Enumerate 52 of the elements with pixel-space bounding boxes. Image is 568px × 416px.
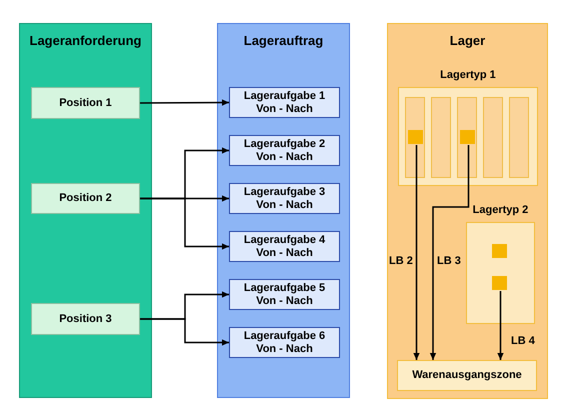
swimlane-panel	[387, 23, 548, 399]
connector-arrow	[430, 145, 470, 360]
storage-slot	[509, 97, 529, 178]
process-box	[31, 87, 140, 119]
connector-arrow	[497, 291, 504, 360]
bin-square	[492, 244, 507, 258]
storage-slot	[431, 97, 451, 178]
task-box	[229, 135, 340, 166]
task-box	[229, 327, 340, 358]
connector-arrow	[140, 318, 229, 346]
bin-square	[492, 276, 507, 290]
storage-slot	[483, 97, 503, 178]
box-label: Warenausgangszone	[412, 369, 522, 382]
task-box	[229, 279, 340, 310]
zone-box	[397, 360, 537, 391]
task-box	[229, 183, 340, 214]
panel-title: Lager	[450, 33, 486, 49]
box-label: Position 3	[59, 312, 112, 326]
process-box	[31, 183, 140, 214]
box-label: Von - Nach	[256, 102, 313, 116]
box-label: Von - Nach	[256, 342, 313, 356]
edge-label: LB 4	[511, 334, 535, 348]
box-label: Von - Nach	[256, 246, 313, 260]
process-box	[31, 303, 140, 335]
connector-arrow	[413, 145, 420, 360]
box-label: Lageraufgabe 1	[244, 90, 326, 102]
task-box	[229, 87, 340, 118]
box-label: Position 1	[59, 96, 112, 110]
connector-arrow	[140, 198, 229, 250]
box-label: Von - Nach	[256, 294, 313, 308]
bin-square	[408, 130, 423, 144]
box-label: Lageraufgabe 5	[244, 282, 326, 294]
area-heading: Lagertyp 2	[472, 203, 528, 217]
edge-label: LB 3	[437, 254, 461, 268]
box-label: Von - Nach	[256, 198, 313, 212]
box-label: Lageraufgabe 3	[244, 186, 326, 198]
task-box	[229, 231, 340, 262]
panel-title: Lageranforderung	[30, 33, 142, 49]
swimlane-panel	[19, 23, 152, 398]
edge-label: LB 2	[389, 254, 413, 268]
box-label: Position 2	[59, 192, 112, 205]
swimlane-panel	[217, 23, 350, 398]
area-heading: Lagertyp 1	[440, 68, 496, 82]
box-label: Lageraufgabe 4	[244, 234, 326, 246]
box-label: Von - Nach	[256, 150, 313, 164]
storage-slot	[405, 97, 425, 178]
panel-title: Lagerauftrag	[244, 33, 324, 49]
bin-square	[460, 130, 475, 144]
storage-slot	[457, 97, 477, 178]
box-label: Lageraufgabe 6	[244, 330, 326, 342]
connector-arrow	[140, 99, 229, 106]
box-label: Lageraufgabe 2	[244, 138, 326, 150]
